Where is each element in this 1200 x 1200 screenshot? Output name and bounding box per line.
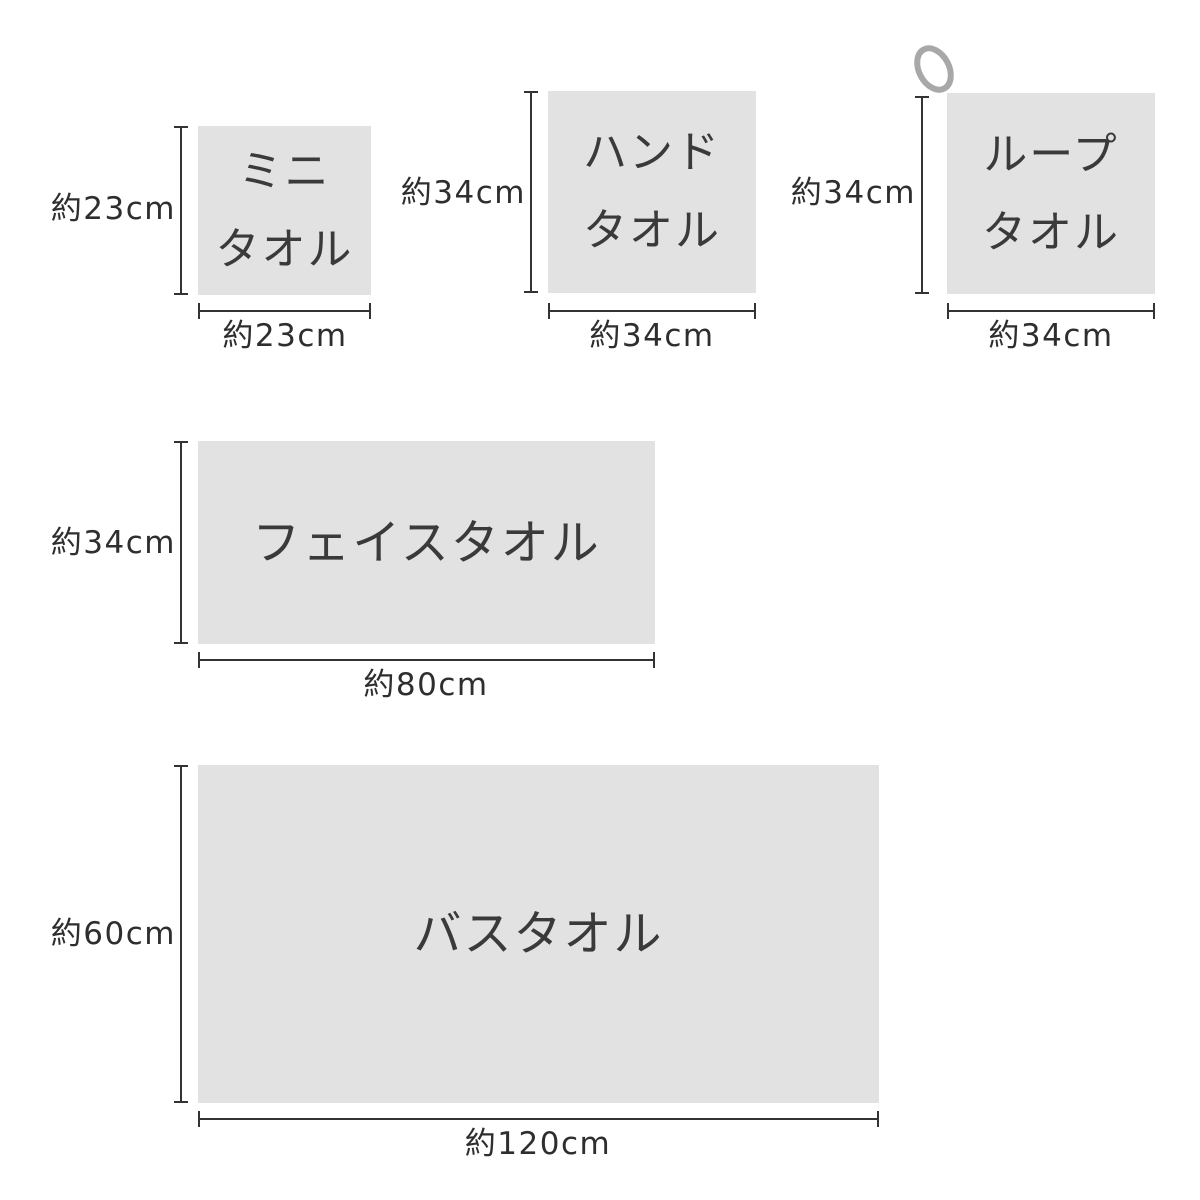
mini-width-label: 約23cm: [222, 318, 348, 354]
bath-towel: バスタオル: [198, 765, 879, 1103]
towel-name-line-1: ミニ: [238, 145, 331, 197]
towel-name-line-2: タオル: [583, 205, 721, 256]
bath-width-line: [198, 1111, 879, 1127]
face-width-line: [198, 652, 655, 668]
hand-height-label: 約34cm: [400, 175, 526, 211]
loop-towel: ループ タオル: [947, 93, 1155, 294]
face-towel: フェイスタオル: [198, 441, 655, 644]
loop-height-line: [915, 96, 929, 294]
bath-width-label: 約120cm: [464, 1126, 612, 1162]
hand-width-line: [548, 303, 756, 319]
mini-width-line: [198, 303, 371, 319]
hand-width-label: 約34cm: [589, 318, 715, 354]
towel-name-line-1: ハンド: [583, 127, 721, 178]
loop-width-label: 約34cm: [988, 318, 1114, 354]
towel-name-line-1: フェイスタオル: [252, 514, 601, 571]
towel-name-line-2: タオル: [215, 223, 354, 275]
loop-width-line: [947, 303, 1155, 319]
hand-towel: ハンド タオル: [548, 91, 756, 293]
face-height-label: 約34cm: [50, 525, 176, 561]
towel-name-line-1: バスタオル: [413, 906, 664, 962]
hand-height-line: [524, 91, 538, 293]
towel-name-line-1: ループ: [983, 128, 1119, 180]
mini-towel: ミニ タオル: [198, 126, 371, 295]
face-width-label: 約80cm: [363, 667, 489, 703]
loop-height-label: 約34cm: [790, 175, 916, 211]
mini-height-label: 約23cm: [50, 191, 176, 227]
bath-height-label: 約60cm: [50, 916, 176, 952]
towel-name-line-2: タオル: [982, 206, 1120, 258]
mini-height-line: [174, 126, 188, 295]
bath-height-line: [174, 765, 188, 1103]
hanging-loop-icon: [914, 45, 954, 93]
face-height-line: [174, 441, 188, 644]
